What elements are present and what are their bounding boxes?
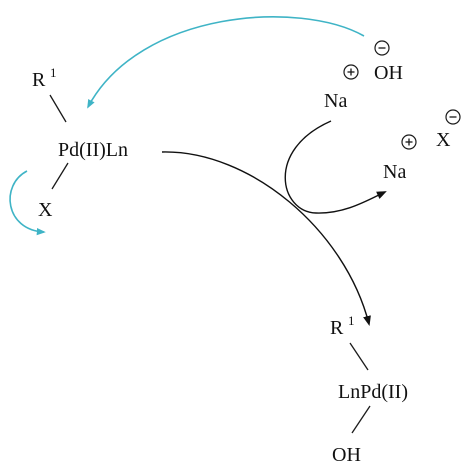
curved-arrow-halide-departure-icon: [9, 170, 46, 236]
product-r-superscript: 1: [348, 313, 355, 328]
curved-arrow-oh-attack-icon: [87, 16, 365, 109]
product-pd-oh-bond: [351, 405, 371, 434]
curved-arrow-sodium-transfer-icon: [284, 120, 387, 214]
byproduct-cation: Na: [383, 161, 406, 183]
reactant-complex: R 1 Pd(II)Ln X: [32, 65, 128, 221]
reactant-r-group: R: [32, 69, 46, 91]
sodium-hydroxide: OH Na: [324, 40, 403, 112]
reaction-arrow-main-icon: [161, 151, 371, 326]
sodium-halide-byproduct: X Na: [383, 109, 461, 183]
reactant-r-pd-bond: [49, 94, 67, 123]
reactant-metal-center: Pd(II)Ln: [58, 139, 128, 161]
reactant-halide: X: [38, 199, 53, 221]
product-metal-center: LnPd(II): [338, 381, 408, 403]
byproduct-anion: X: [436, 129, 451, 151]
hydroxide-counter-cation: Na: [324, 90, 347, 112]
product-complex: R 1 LnPd(II) OH: [330, 313, 408, 466]
product-ligand: OH: [332, 444, 361, 466]
product-r-group: R: [330, 317, 344, 339]
reactant-r-superscript: 1: [50, 65, 57, 80]
hydroxide-anion: OH: [374, 62, 403, 84]
product-r-pd-bond: [349, 342, 369, 371]
reactant-pd-x-bond: [51, 162, 69, 190]
